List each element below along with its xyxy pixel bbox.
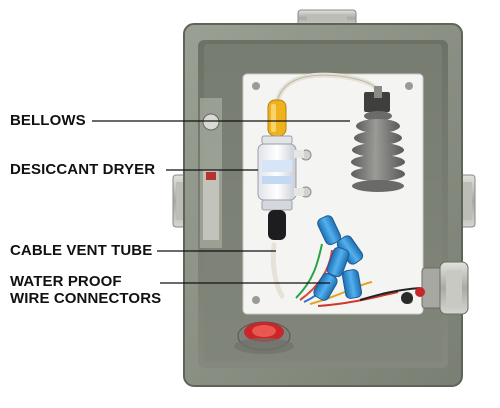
water-proof-label-line-1: WATER PROOF <box>10 273 122 290</box>
water-proof-wire-connectors-label: WATER PROOF WIRE CONNECTORS <box>10 273 161 307</box>
desiccant-dryer-label: DESICCANT DRYER <box>10 161 156 178</box>
leader-lines <box>92 120 350 284</box>
right-conduit-fitting <box>401 261 469 315</box>
desiccant-dryer <box>257 99 312 240</box>
bellows-bracket <box>364 86 390 112</box>
bottom-cable-gland <box>234 321 294 354</box>
wire-connectors <box>295 215 421 307</box>
cable-vent-tube-label: CABLE VENT TUBE <box>10 242 153 259</box>
bellows-label: BELLOWS <box>10 112 86 129</box>
bellows <box>351 111 405 192</box>
water-proof-label-line-2: WIRE CONNECTORS <box>10 290 162 307</box>
